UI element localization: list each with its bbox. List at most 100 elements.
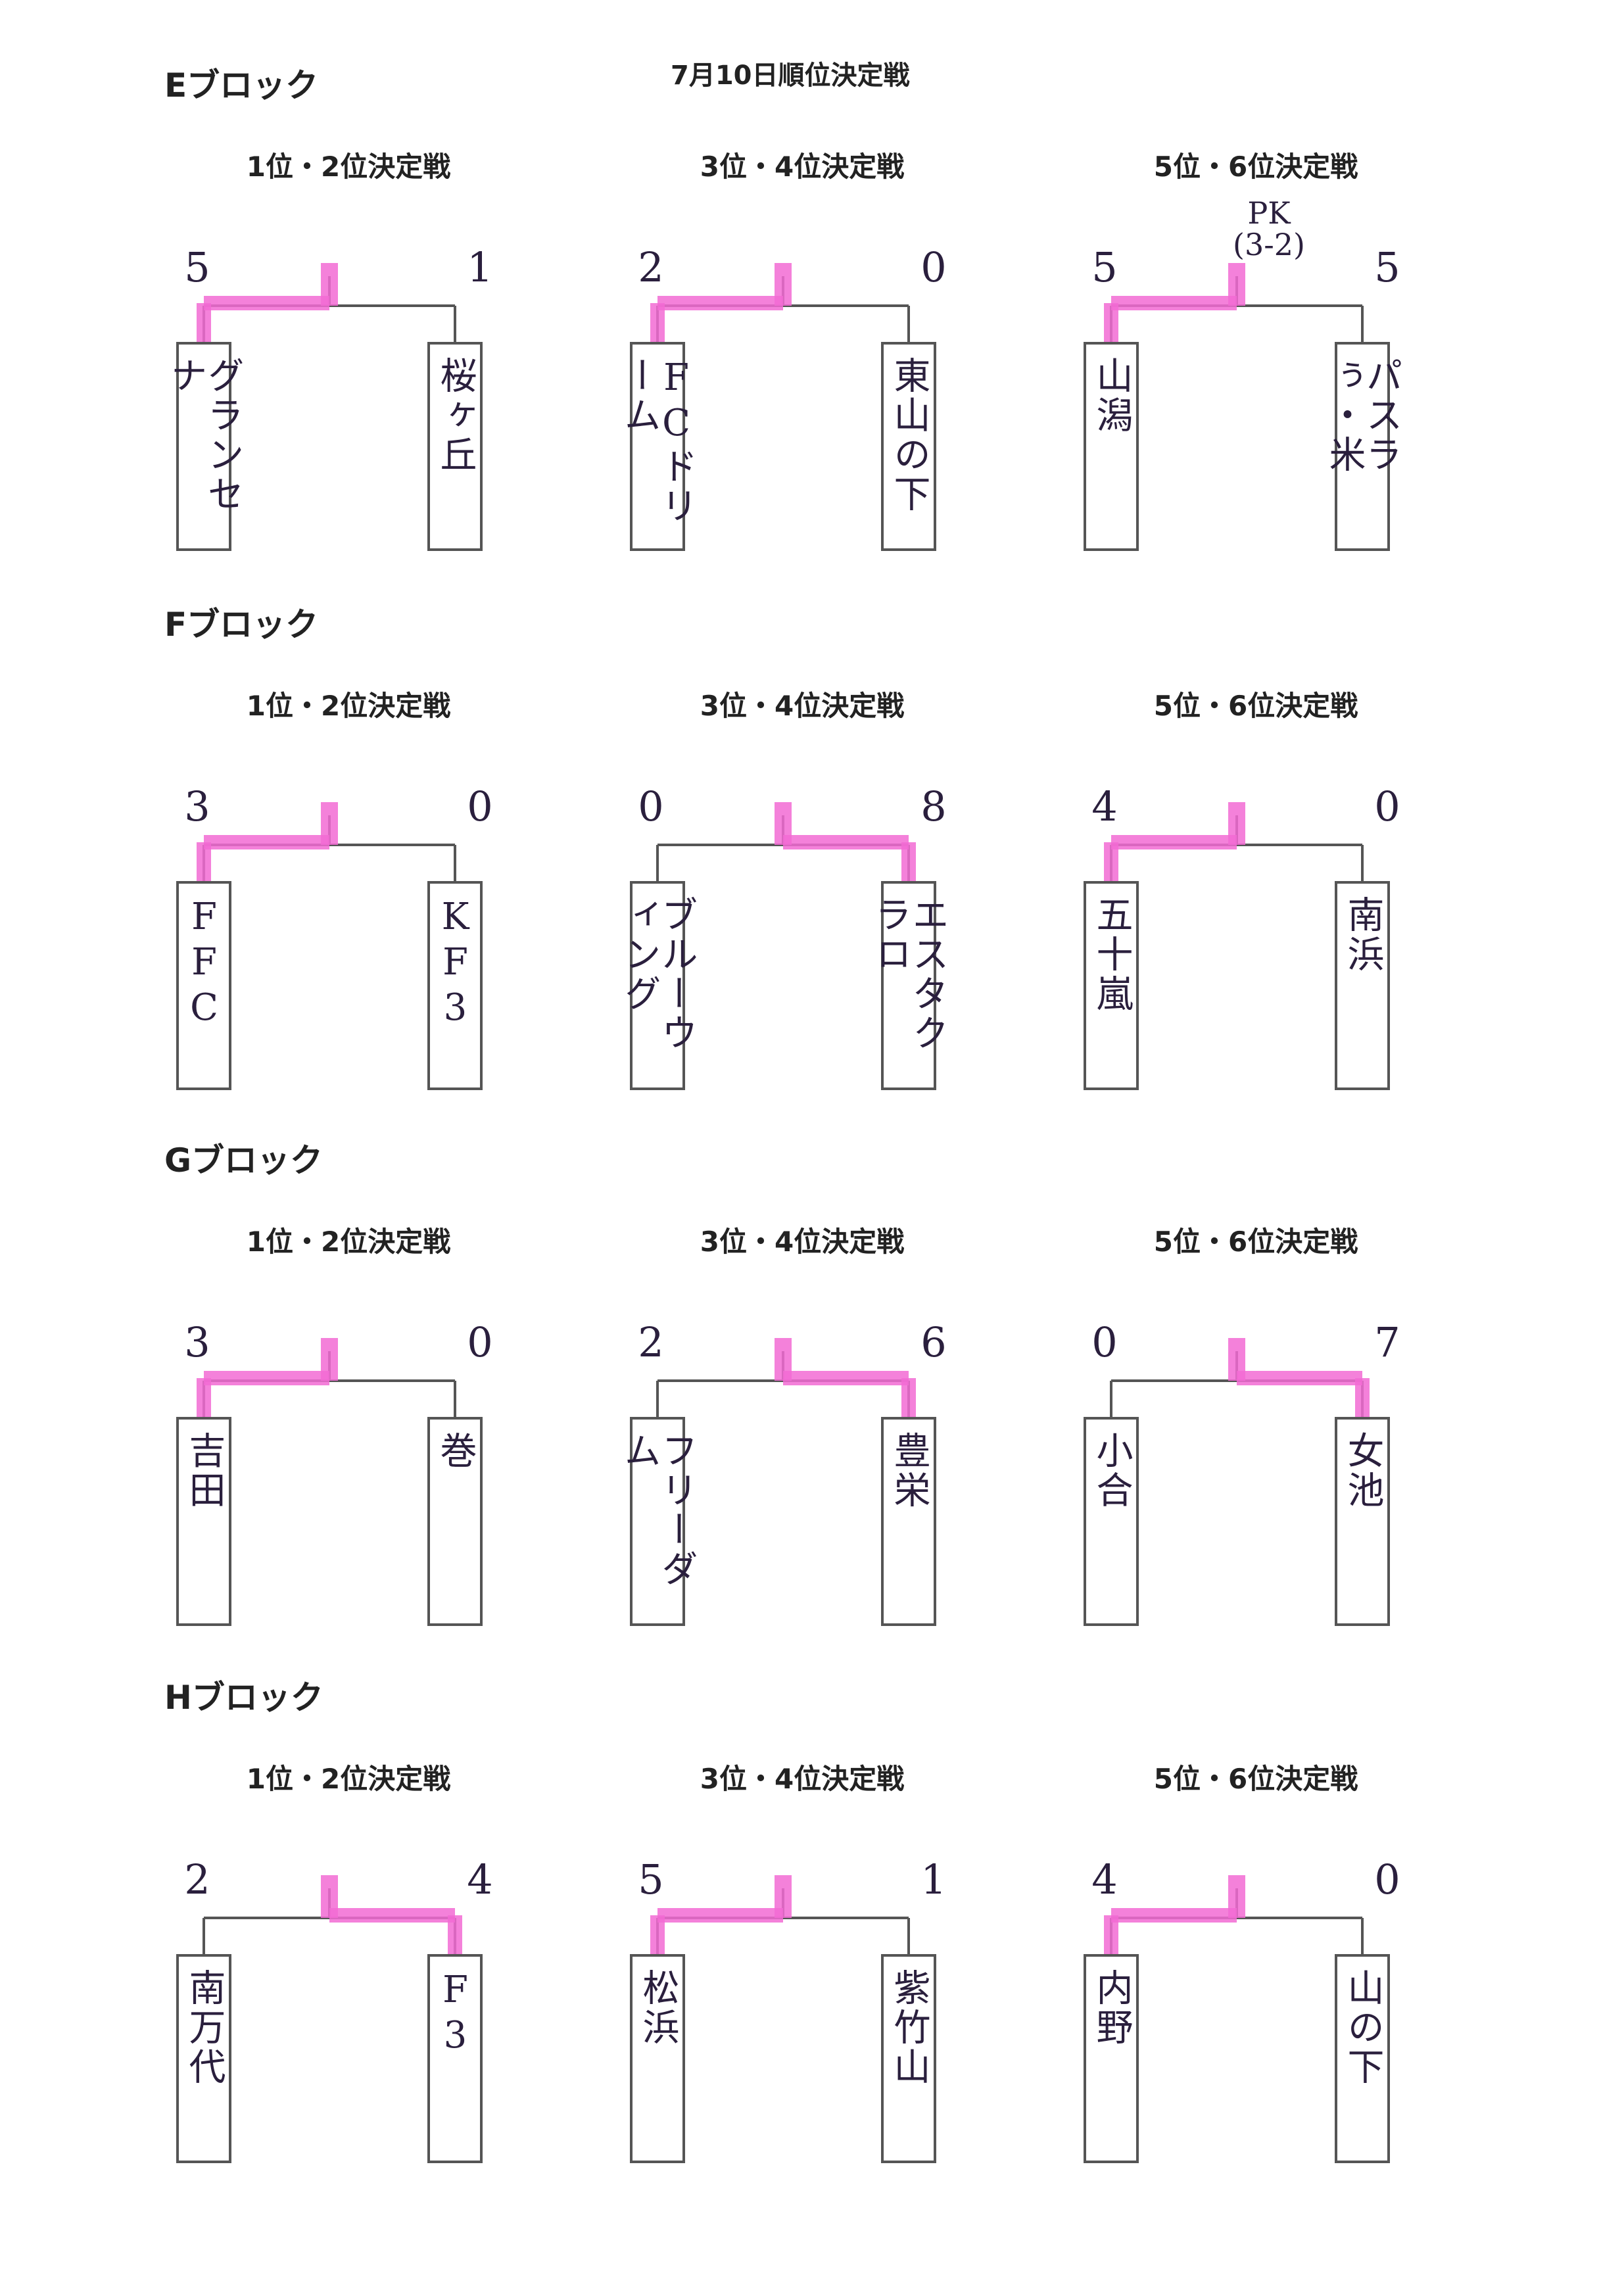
left-score: 3 xyxy=(184,782,210,830)
right-team-box: 桜ヶ丘 xyxy=(427,342,483,551)
right-team-box: 南浜 xyxy=(1335,881,1390,1090)
left-team-box: 南万代 xyxy=(176,1954,231,2163)
left-team-box: 吉田 xyxy=(176,1417,231,1626)
team-name: 松浜 xyxy=(636,1969,679,2047)
right-score: 1 xyxy=(920,1855,947,1903)
right-team-box: 豊栄 xyxy=(881,1417,936,1626)
match-title: 3位・4位決定戦 xyxy=(700,1226,905,1258)
team-name: FCドリーム xyxy=(618,356,698,526)
team-name: 巻 xyxy=(434,1431,477,1471)
block-title: Fブロック xyxy=(164,606,319,644)
right-score: 0 xyxy=(920,243,947,291)
team-name: 女池 xyxy=(1341,1431,1384,1510)
left-score: 4 xyxy=(1091,1855,1118,1903)
match-title: 1位・2位決定戦 xyxy=(246,151,451,183)
right-score: 1 xyxy=(467,243,493,291)
page-title: 7月10日順位決定戦 xyxy=(671,60,910,91)
left-score: 5 xyxy=(1091,243,1118,291)
left-team-box: FCドリーム xyxy=(618,342,698,551)
team-name: 山潟 xyxy=(1090,356,1133,435)
left-team-box: 小合 xyxy=(1084,1417,1139,1626)
match-bracket: 1位・2位決定戦 3 吉田 0 巻 xyxy=(164,1220,533,1680)
bracket-lines xyxy=(1104,263,1364,343)
left-score: 2 xyxy=(638,243,664,291)
right-score: 0 xyxy=(1374,1855,1400,1903)
team-name: エスタクラロ xyxy=(869,896,949,1053)
bracket-lines xyxy=(650,1875,910,1955)
right-team-box: 巻 xyxy=(427,1417,483,1626)
right-score: 0 xyxy=(467,1318,493,1366)
right-score: 4 xyxy=(467,1855,493,1903)
left-team-box: 内野 xyxy=(1084,1954,1139,2163)
team-name: 南浜 xyxy=(1341,896,1384,974)
right-score: 8 xyxy=(920,782,947,830)
team-name: KF3 xyxy=(434,896,477,1032)
match-title: 1位・2位決定戦 xyxy=(246,1226,451,1258)
team-name: 東山の下 xyxy=(888,356,930,514)
match-title: 5位・6位決定戦 xyxy=(1153,151,1358,183)
team-name: ブルーウィング xyxy=(618,896,698,1053)
team-name: グランセナ xyxy=(164,356,244,514)
left-team-box: ブルーウィング xyxy=(618,881,698,1090)
right-team-box: 東山の下 xyxy=(881,342,936,551)
left-score: 5 xyxy=(184,243,210,291)
team-name: フリーダム xyxy=(618,1431,698,1589)
left-score: 2 xyxy=(638,1318,664,1366)
bracket-lines xyxy=(203,1875,462,1955)
left-score: 2 xyxy=(184,1855,210,1903)
match-title: 3位・4位決定戦 xyxy=(700,151,905,183)
team-name: パスラぅ・米 xyxy=(1323,356,1402,475)
left-score: 0 xyxy=(638,782,664,830)
left-team-box: FFC xyxy=(176,881,231,1090)
left-score: 5 xyxy=(638,1855,664,1903)
match-title: 1位・2位決定戦 xyxy=(246,1763,451,1795)
right-score: 0 xyxy=(1374,782,1400,830)
right-score: 0 xyxy=(467,782,493,830)
right-score: 6 xyxy=(920,1318,947,1366)
block-title: Hブロック xyxy=(164,1679,323,1717)
bracket-lines xyxy=(656,1338,916,1418)
bracket-lines xyxy=(1110,1338,1370,1418)
left-score: 4 xyxy=(1091,782,1118,830)
team-name: 内野 xyxy=(1090,1969,1133,2047)
team-name: 豊栄 xyxy=(888,1431,930,1510)
right-team-box: エスタクラロ xyxy=(869,881,949,1090)
right-team-box: F3 xyxy=(427,1954,483,2163)
team-name: 山の下 xyxy=(1341,1969,1384,2087)
team-name: F3 xyxy=(434,1969,477,2059)
left-team-box: 五十嵐 xyxy=(1084,881,1139,1090)
match-bracket: 3位・4位決定戦 2 フリーダム 6 豊栄 xyxy=(618,1220,986,1680)
bracket-lines xyxy=(197,263,456,343)
bracket-lines xyxy=(656,802,916,882)
match-title: 3位・4位決定戦 xyxy=(700,690,905,722)
right-team-box: 紫竹山 xyxy=(881,1954,936,2163)
right-team-box: 女池 xyxy=(1335,1417,1390,1626)
team-name: 吉田 xyxy=(183,1431,226,1510)
bracket-lines xyxy=(197,1338,456,1418)
match-title: 5位・6位決定戦 xyxy=(1153,1763,1358,1795)
block-title: Gブロック xyxy=(164,1141,323,1180)
bracket-lines xyxy=(1104,802,1364,882)
block: Gブロック 1位・2位決定戦 3 吉田 0 巻 3位・4位決定戦 2 フリーダム 6 豊栄 5位・6位… xyxy=(0,1114,1624,1654)
team-name: 桜ヶ丘 xyxy=(434,356,477,475)
match-bracket: 3位・4位決定戦 5 松浜 1 紫竹山 xyxy=(618,1757,986,2217)
match-title: 3位・4位決定戦 xyxy=(700,1763,905,1795)
left-score: 3 xyxy=(184,1318,210,1366)
left-team-box: グランセナ xyxy=(164,342,244,551)
team-name: 紫竹山 xyxy=(888,1969,930,2087)
bracket-lines xyxy=(1104,1875,1364,1955)
pk-result: PK (3-2) xyxy=(1233,195,1305,263)
match-title: 5位・6位決定戦 xyxy=(1153,1226,1358,1258)
left-team-box: 松浜 xyxy=(630,1954,685,2163)
match-bracket: 5位・6位決定戦 4 内野 0 山の下 xyxy=(1072,1757,1440,2217)
team-name: 南万代 xyxy=(183,1969,226,2087)
